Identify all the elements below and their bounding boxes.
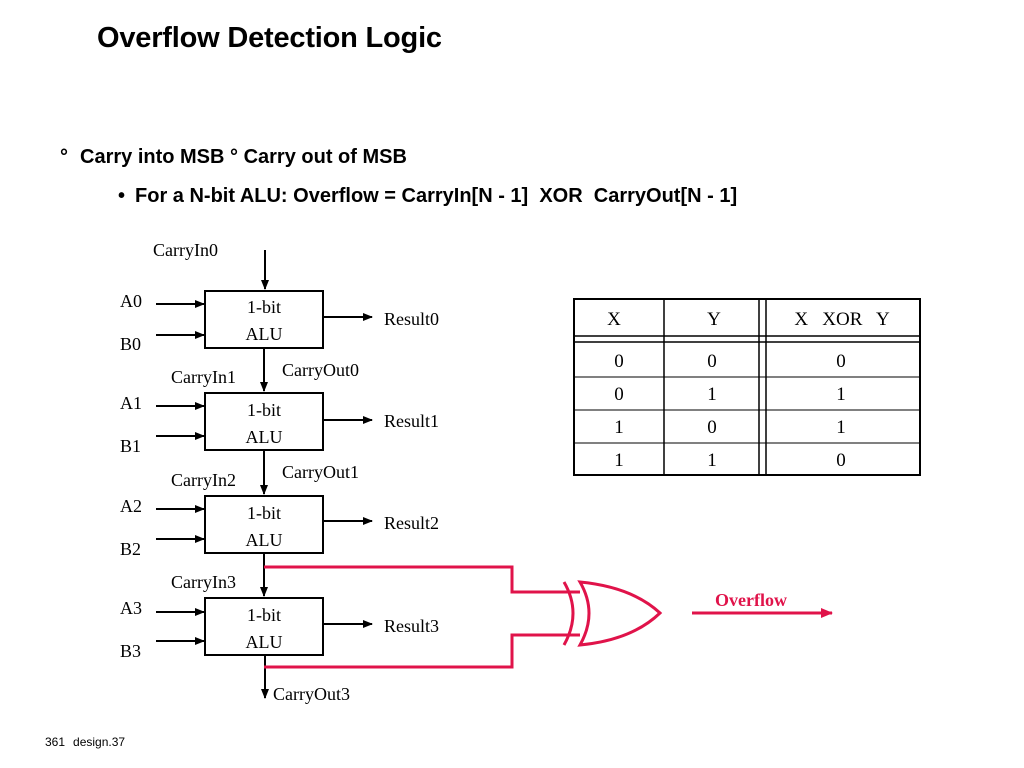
- alu1-box: [204, 392, 324, 451]
- alu0-box: [204, 290, 324, 349]
- carryout0-label: CarryOut0: [282, 360, 359, 380]
- xor-truth-table: X Y X XOR Y 0 0 0 0 1 1 1 0 1 1 1 0: [573, 298, 921, 476]
- table-header-y: Y: [707, 309, 721, 330]
- bullet-text: For a N-bit ALU: Overflow = CarryIn[N - …: [135, 185, 738, 207]
- alu0-a-label: A0: [120, 291, 142, 311]
- table-cell: 0: [614, 384, 624, 405]
- alu-0: A0 B0 1-bit ALU Result0: [120, 290, 439, 354]
- bullet-overflow-formula: • For a N-bit ALU: Overflow = CarryIn[N -…: [118, 185, 737, 208]
- carryin3-wire: [264, 565, 580, 594]
- table-cell: 1: [836, 417, 846, 438]
- table-cell: 1: [836, 384, 846, 405]
- carryout3-wire: [264, 633, 580, 669]
- alu0-label-1: 1-bit: [247, 297, 281, 317]
- alu1-label-1: 1-bit: [247, 400, 281, 420]
- table-cell: 0: [707, 351, 717, 372]
- alu2-label-1: 1-bit: [247, 503, 281, 523]
- alu1-b-label: B1: [120, 436, 141, 456]
- alu2-result-label: Result2: [384, 513, 439, 533]
- bullet-mark: °: [60, 146, 68, 168]
- table-border: [573, 298, 921, 476]
- alu3-label-1: 1-bit: [247, 605, 281, 625]
- alu3-b-label: B3: [120, 641, 141, 661]
- alu3-result-label: Result3: [384, 616, 439, 636]
- bullet-carry: ° Carry into MSB ° Carry out of MSB: [60, 146, 407, 169]
- table-cell: 1: [614, 417, 624, 438]
- alu1-label-2: ALU: [246, 427, 283, 447]
- carryout3-label: CarryOut3: [273, 684, 350, 704]
- table-header-x: X: [607, 309, 621, 330]
- table-cell: 1: [614, 450, 624, 471]
- alu1-result-label: Result1: [384, 411, 439, 431]
- table-cell: 0: [707, 417, 717, 438]
- table-cell: 0: [836, 450, 846, 471]
- xor-gate-body: [577, 580, 663, 647]
- carryin1-label: CarryIn1: [171, 367, 236, 387]
- alu2-b-label: B2: [120, 539, 141, 559]
- overflow-label: Overflow: [715, 590, 787, 610]
- alu0-label-2: ALU: [246, 324, 283, 344]
- alu-3: A3 B3 1-bit ALU Result3: [120, 597, 439, 661]
- carryin0-label: CarryIn0: [153, 240, 218, 260]
- bullet-mark: •: [118, 185, 126, 207]
- alu-1: A1 B1 1-bit ALU Result1: [120, 392, 439, 456]
- table-cell: 0: [836, 351, 846, 372]
- table-cell: 1: [707, 384, 717, 405]
- alu-2: A2 B2 1-bit ALU Result2: [120, 495, 439, 559]
- carryout1-label: CarryOut1: [282, 462, 359, 482]
- carryin2-label: CarryIn2: [171, 470, 236, 490]
- alu3-label-2: ALU: [246, 632, 283, 652]
- footer: 361 design.37: [45, 735, 125, 749]
- alu2-a-label: A2: [120, 496, 142, 516]
- table-header-xor: X XOR Y: [794, 309, 890, 330]
- alu2-box: [204, 495, 324, 554]
- table-cell: 1: [707, 450, 717, 471]
- page-number: 361: [45, 735, 66, 749]
- source-label: design.37: [73, 735, 126, 749]
- bullet-text: Carry into MSB ° Carry out of MSB: [80, 146, 407, 168]
- alu2-label-2: ALU: [246, 530, 283, 550]
- table-cell: 0: [614, 351, 624, 372]
- alu3-a-label: A3: [120, 598, 142, 618]
- overflow-wiring: Overflow: [264, 565, 833, 669]
- alu3-box: [204, 597, 324, 656]
- xor-gate-back-curve: [562, 581, 575, 646]
- page-title: Overflow Detection Logic: [97, 22, 442, 54]
- alu1-a-label: A1: [120, 393, 142, 413]
- carryin3-label: CarryIn3: [171, 572, 236, 592]
- alu0-result-label: Result0: [384, 309, 439, 329]
- alu0-b-label: B0: [120, 334, 141, 354]
